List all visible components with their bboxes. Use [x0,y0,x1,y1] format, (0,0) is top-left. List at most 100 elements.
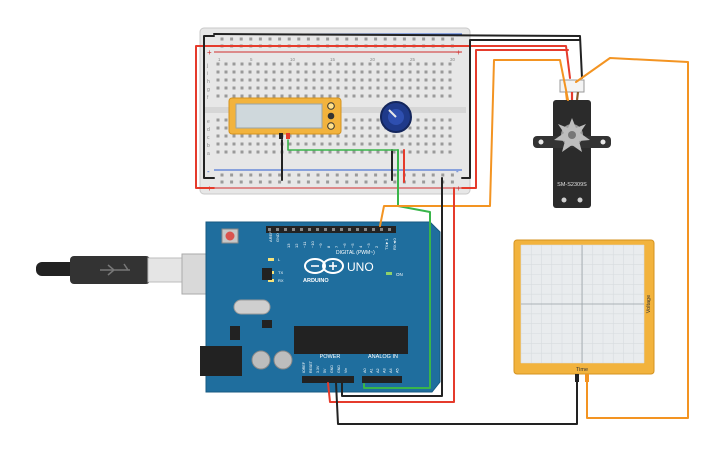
rail-hole[interactable] [258,37,262,41]
header-pin[interactable] [356,228,359,231]
breadboard-hole[interactable] [336,134,340,138]
breadboard-hole[interactable] [448,126,452,130]
breadboard-hole[interactable] [400,134,404,138]
rail-hole[interactable] [287,173,291,177]
header-pin[interactable] [292,228,295,231]
breadboard-hole[interactable] [240,86,244,90]
breadboard-hole[interactable] [256,86,260,90]
breadboard-hole[interactable] [360,78,364,82]
breadboard-hole[interactable] [432,86,436,90]
breadboard-hole[interactable] [224,62,228,66]
breadboard-hole[interactable] [376,150,380,154]
breadboard-hole[interactable] [248,94,252,98]
breadboard-hole[interactable] [432,78,436,82]
breadboard-hole[interactable] [296,150,300,154]
breadboard-hole[interactable] [248,142,252,146]
rail-hole[interactable] [335,173,339,177]
breadboard-hole[interactable] [320,94,324,98]
breadboard-hole[interactable] [416,94,420,98]
breadboard-hole[interactable] [432,94,436,98]
breadboard-hole[interactable] [288,78,292,82]
breadboard-hole[interactable] [424,94,428,98]
breadboard-hole[interactable] [384,142,388,146]
breadboard-hole[interactable] [248,62,252,66]
header-pin[interactable] [300,228,303,231]
breadboard-hole[interactable] [368,94,372,98]
breadboard-hole[interactable] [248,134,252,138]
breadboard-hole[interactable] [264,142,268,146]
breadboard-hole[interactable] [384,150,388,154]
breadboard-hole[interactable] [344,150,348,154]
breadboard-hole[interactable] [328,70,332,74]
usb-cable[interactable] [36,253,215,295]
breadboard-hole[interactable] [344,126,348,130]
breadboard-hole[interactable] [312,78,316,82]
breadboard-hole[interactable] [264,78,268,82]
breadboard-hole[interactable] [368,126,372,130]
breadboard-hole[interactable] [296,86,300,90]
rail-hole[interactable] [412,37,416,41]
breadboard-hole[interactable] [272,70,276,74]
breadboard-hole[interactable] [312,62,316,66]
rail-hole[interactable] [268,173,272,177]
rail-hole[interactable] [306,37,310,41]
rail-hole[interactable] [422,180,426,184]
breadboard-hole[interactable] [376,70,380,74]
breadboard-hole[interactable] [360,62,364,66]
breadboard-hole[interactable] [304,86,308,90]
rail-hole[interactable] [326,180,330,184]
rail-hole[interactable] [258,180,262,184]
breadboard-hole[interactable] [368,150,372,154]
breadboard-hole[interactable] [360,86,364,90]
breadboard-hole[interactable] [368,62,372,66]
multimeter-probe-red[interactable] [286,133,290,139]
breadboard-hole[interactable] [232,62,236,66]
wire-red-rail-5v[interactable] [327,187,455,403]
breadboard-hole[interactable] [320,70,324,74]
breadboard-hole[interactable] [392,142,396,146]
breadboard-holes[interactable] [216,37,454,184]
breadboard-hole[interactable] [384,134,388,138]
breadboard-hole[interactable] [360,118,364,122]
header-pin[interactable] [308,228,311,231]
breadboard-hole[interactable] [400,94,404,98]
breadboard-hole[interactable] [320,150,324,154]
rail-hole[interactable] [422,173,426,177]
wire-orange-servo-signal[interactable] [379,59,569,227]
rail-hole[interactable] [220,180,224,184]
breadboard-hole[interactable] [400,142,404,146]
multimeter-knob-top[interactable] [327,102,335,110]
multimeter-probe-black[interactable] [279,133,283,139]
breadboard-hole[interactable] [448,134,452,138]
breadboard-hole[interactable] [264,70,268,74]
breadboard-hole[interactable] [344,86,348,90]
breadboard-hole[interactable] [424,142,428,146]
breadboard-hole[interactable] [384,70,388,74]
breadboard-hole[interactable] [448,150,452,154]
breadboard-hole[interactable] [296,142,300,146]
header-pin[interactable] [380,228,383,231]
rail-hole[interactable] [230,37,234,41]
breadboard-hole[interactable] [280,78,284,82]
rail-hole[interactable] [345,180,349,184]
breadboard-hole[interactable] [224,134,228,138]
breadboard-hole[interactable] [440,142,444,146]
breadboard-hole[interactable] [352,86,356,90]
breadboard-hole[interactable] [224,126,228,130]
rail-hole[interactable] [364,173,368,177]
breadboard-hole[interactable] [328,62,332,66]
breadboard-hole[interactable] [440,126,444,130]
breadboard-hole[interactable] [344,70,348,74]
breadboard-hole[interactable] [416,126,420,130]
breadboard-hole[interactable] [256,62,260,66]
rail-hole[interactable] [230,180,234,184]
wire-multimeter-green[interactable] [287,139,399,151]
rail-hole[interactable] [326,37,330,41]
breadboard-hole[interactable] [360,150,364,154]
breadboard-hole[interactable] [224,86,228,90]
breadboard-hole[interactable] [288,62,292,66]
breadboard-hole[interactable] [352,150,356,154]
rail-hole[interactable] [354,180,358,184]
rail-hole[interactable] [316,37,320,41]
breadboard-hole[interactable] [264,86,268,90]
